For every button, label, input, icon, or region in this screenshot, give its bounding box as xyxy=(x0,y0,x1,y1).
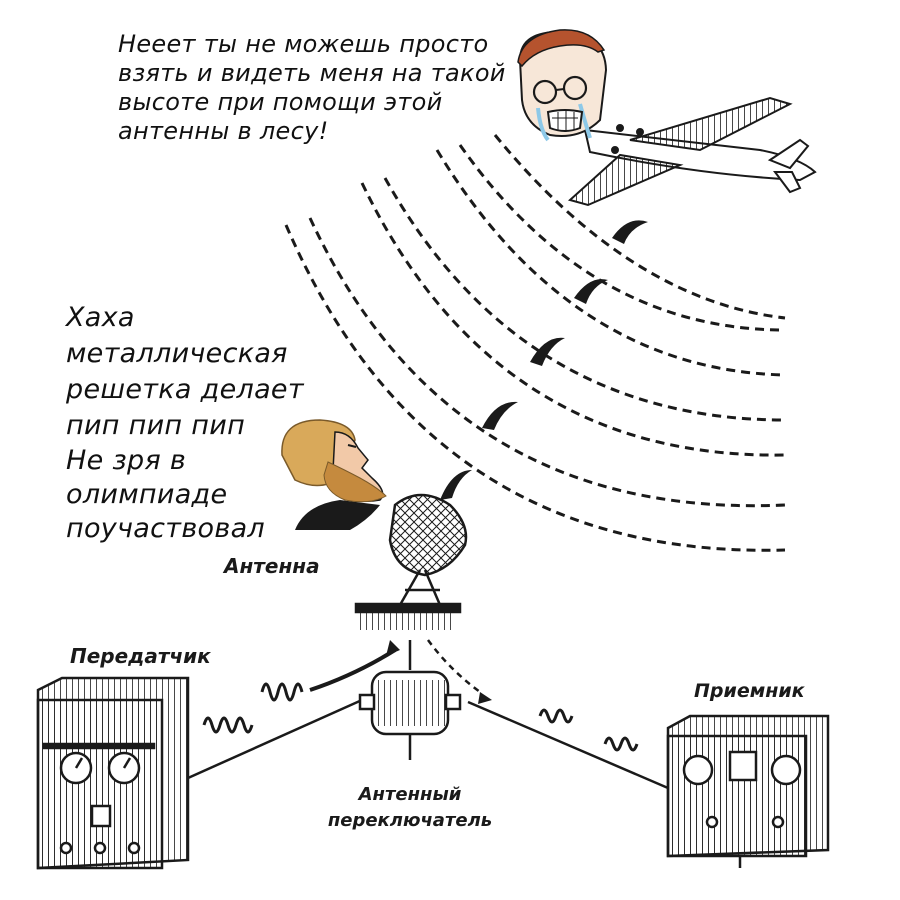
soyjak-face-icon xyxy=(517,29,608,142)
receiver-box-icon xyxy=(666,714,830,868)
transmitter-label: Передатчик xyxy=(70,644,211,668)
transmit-waves xyxy=(202,682,304,734)
transmitter-box-icon xyxy=(36,676,190,870)
chad-caption-top: Хаха металлическая решетка делает пип пи… xyxy=(66,302,304,441)
soyjak-caption: Нееет ты не можешь просто взять и видеть… xyxy=(118,30,506,145)
radar-wavefronts xyxy=(284,134,786,552)
airplane-icon xyxy=(567,96,817,207)
antenna-label: Антенна xyxy=(224,554,320,578)
echo-arrow-icon xyxy=(478,692,492,704)
antenna-switch-label: Антенный переключатель xyxy=(327,784,493,831)
pulse-chevrons xyxy=(440,220,648,500)
antenna-switch-icon xyxy=(358,670,462,736)
chad-face-icon xyxy=(281,419,387,530)
signal-arrow-icon xyxy=(386,640,400,656)
receiver-label: Приемник xyxy=(694,680,805,702)
receive-waves xyxy=(538,708,639,752)
chad-caption-bottom: Не зря в олимпиаде поучаствовал xyxy=(66,445,265,544)
radar-dish-icon xyxy=(354,493,468,630)
